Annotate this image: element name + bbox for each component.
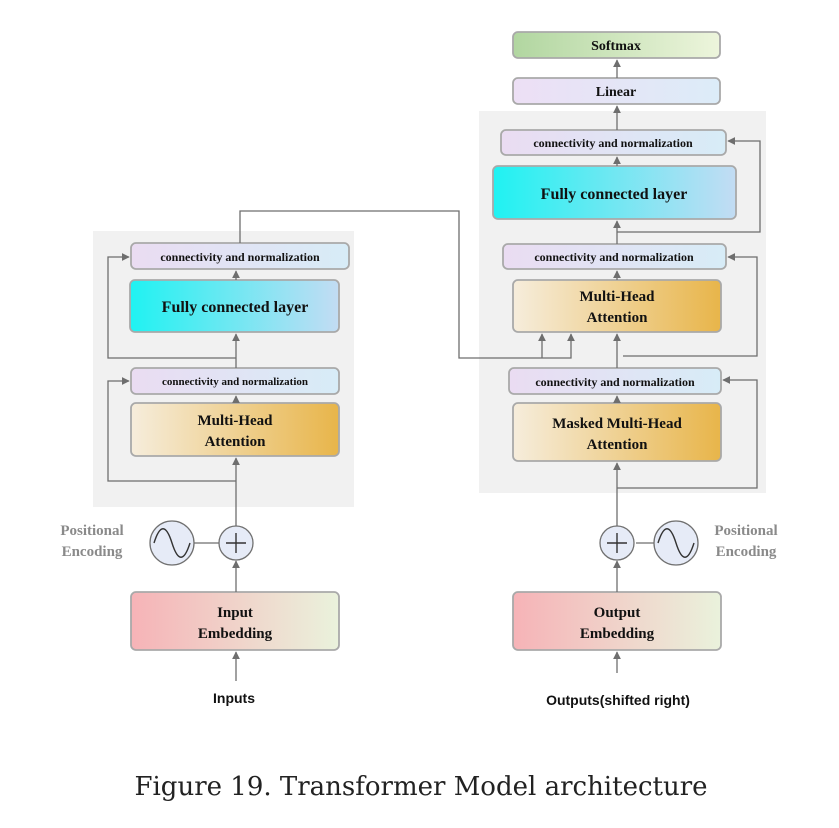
- decoder-mha-line1: Multi-Head: [580, 289, 656, 305]
- encoder-conn-norm-top: connectivity and normalization: [130, 242, 350, 270]
- encoder-mha-line1: Multi-Head: [198, 413, 274, 429]
- encoder-mha-line2: Attention: [205, 434, 266, 450]
- encoder-embed-line1: Input: [217, 605, 253, 621]
- decoder-conn-norm-mid: connectivity and normalization: [502, 243, 727, 270]
- figure-caption: Figure 19. Transformer Model architectur…: [134, 772, 707, 802]
- softmax-box: Softmax: [512, 31, 721, 59]
- decoder-masked-line2: Attention: [587, 437, 648, 453]
- decoder-conn-norm-bottom-label: connectivity and normalization: [535, 375, 695, 389]
- decoder-positional-label-line1: Positional: [714, 523, 777, 539]
- encoder-multi-head-attention-box: Multi-Head Attention: [130, 402, 340, 457]
- decoder-mha-line2: Attention: [587, 310, 648, 326]
- outputs-label: Outputs(shifted right): [546, 692, 690, 708]
- linear-label: Linear: [596, 85, 636, 100]
- decoder-masked-line1: Masked Multi-Head: [552, 416, 682, 432]
- decoder-output-embedding-box: Output Embedding: [512, 591, 722, 651]
- encoder-fully-connected-box: Fully connected layer: [129, 279, 340, 333]
- softmax-label: Softmax: [591, 39, 641, 54]
- decoder-embed-line2: Embedding: [580, 626, 655, 642]
- decoder-embed-line1: Output: [594, 605, 641, 621]
- encoder-embed-line2: Embedding: [198, 626, 273, 642]
- encoder-fully-connected-label: Fully connected layer: [162, 299, 309, 316]
- encoder-add-icon: [218, 525, 254, 561]
- decoder-connectors: [538, 59, 761, 673]
- decoder-masked-attention-box: Masked Multi-Head Attention: [512, 402, 722, 462]
- decoder-multi-head-attention-box: Multi-Head Attention: [512, 279, 722, 333]
- decoder-positional-label-line2: Encoding: [716, 544, 777, 560]
- encoder-positional-label-line2: Encoding: [62, 544, 123, 560]
- encoder-connectors: [107, 210, 542, 681]
- decoder-fully-connected-box: Fully connected layer: [492, 165, 737, 220]
- decoder-conn-norm-top: connectivity and normalization: [500, 129, 727, 156]
- encoder-conn-norm-bottom: connectivity and normalization: [130, 367, 340, 395]
- encoder-sine-wave-icon: [149, 520, 195, 566]
- decoder-sine-wave-icon: [653, 520, 699, 566]
- decoder-fully-connected-label: Fully connected layer: [541, 186, 688, 203]
- decoder-conn-norm-mid-label: connectivity and normalization: [534, 250, 694, 264]
- decoder-conn-norm-top-label: connectivity and normalization: [533, 136, 693, 150]
- decoder-conn-norm-bottom: connectivity and normalization: [508, 367, 722, 395]
- encoder-conn-norm-top-label: connectivity and normalization: [160, 250, 320, 264]
- encoder-conn-norm-bottom-label: connectivity and normalization: [162, 376, 308, 388]
- encoder-positional-label-line1: Positional: [60, 523, 123, 539]
- inputs-label: Inputs: [213, 690, 255, 706]
- linear-box: Linear: [512, 77, 721, 105]
- encoder-input-embedding-box: Input Embedding: [130, 591, 340, 651]
- decoder-add-icon: [599, 525, 635, 561]
